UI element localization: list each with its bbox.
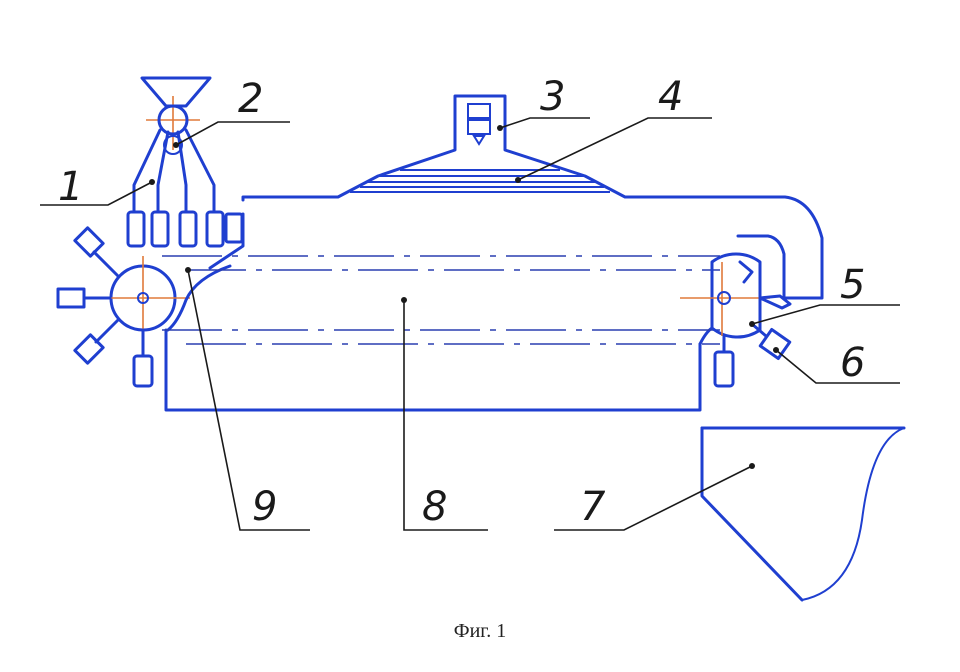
callout-4: 4 (658, 74, 683, 120)
hatched-plate (350, 169, 610, 193)
callout-6: 6 (840, 340, 865, 386)
leaders (40, 117, 900, 531)
callout-3: 3 (540, 74, 565, 120)
callout-8: 8 (422, 484, 447, 530)
figure-caption: Фиг. 1 (453, 620, 507, 642)
callout-5: 5 (840, 262, 865, 308)
chamber-body (164, 94, 824, 412)
collection-bin (700, 426, 906, 602)
right-rotor (680, 252, 792, 388)
callout-9: 9 (252, 484, 277, 530)
hopper (140, 76, 212, 108)
left-rotor (56, 226, 190, 388)
dispenser-wheel (146, 96, 200, 155)
centerlines (162, 255, 720, 345)
sensor-box (467, 103, 491, 146)
feed-tubes (126, 128, 244, 248)
callout-1: 1 (58, 164, 83, 210)
callout-7: 7 (580, 484, 606, 530)
callout-2: 2 (238, 76, 263, 122)
